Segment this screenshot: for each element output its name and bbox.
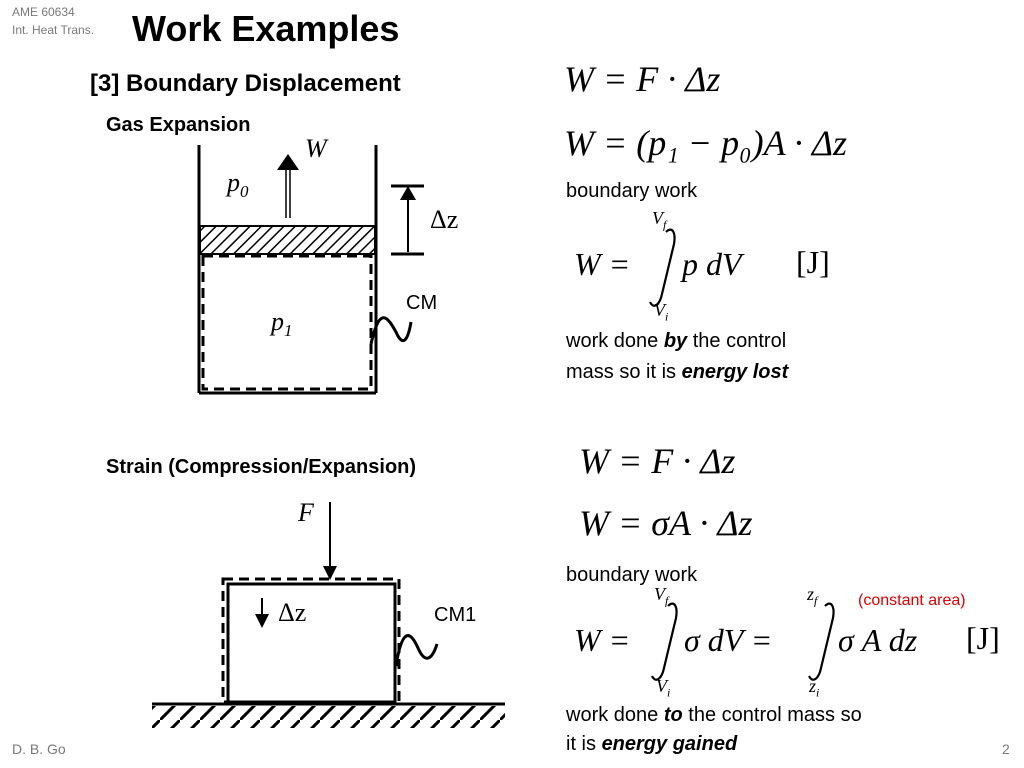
- gas-eq2: W = (p₁ − p₀)A · Δz: [564, 123, 848, 163]
- gas-eq3-integrand: p dV: [682, 246, 742, 282]
- strain-int1-lower: Vi: [656, 676, 671, 700]
- integral-sign-3: [808, 602, 835, 681]
- force-arrow: [323, 566, 337, 580]
- strain-eq3-lhs: W =: [574, 622, 631, 658]
- dz-arrow: [400, 186, 416, 200]
- gas-note-line1: work done by the control: [566, 330, 787, 352]
- gas-int-lower: Vi: [654, 300, 669, 324]
- strain-dz-arrow: [255, 614, 269, 628]
- strain-eq1: W = F · Δz: [579, 441, 736, 481]
- cm-squiggle: [369, 316, 413, 345]
- page-title: Work Examples: [132, 8, 400, 49]
- label-dz: Δz: [430, 205, 459, 234]
- label-f: F: [298, 498, 314, 527]
- gas-expansion-heading: Gas Expansion: [106, 114, 251, 136]
- gas-int-upper: Vf: [652, 208, 667, 232]
- constant-area-note: (constant area): [858, 592, 966, 609]
- strain-eq2: W = σA · Δz: [579, 503, 753, 543]
- cm1-boundary: [221, 577, 401, 704]
- gas-eq1: W = F · Δz: [564, 59, 721, 99]
- solid-block: [226, 582, 397, 704]
- label-p1: p1: [271, 307, 293, 341]
- strain-note-line2: it is energy gained: [566, 733, 738, 755]
- footer-author: D. B. Go: [12, 741, 66, 757]
- label-cm1: CM1: [434, 604, 477, 626]
- integral-sign-1: [649, 228, 676, 307]
- strain-heading: Strain (Compression/Expansion): [106, 456, 417, 478]
- section-heading: [3] Boundary Displacement: [90, 70, 401, 97]
- strain-note-line1: work done to the control mass so: [566, 704, 862, 726]
- strain-units: [J]: [966, 620, 1000, 656]
- label-p0: p0: [227, 168, 249, 202]
- strain-int1-upper: Vf: [654, 584, 669, 608]
- gas-eq3-lhs: W =: [574, 246, 631, 282]
- cm1-squiggle: [394, 634, 439, 667]
- control-mass-boundary: [201, 254, 373, 391]
- strain-int2-upper: zf: [807, 584, 818, 608]
- label-strain-dz: Δz: [278, 598, 307, 627]
- course-name: Int. Heat Trans.: [12, 23, 95, 37]
- piston: [199, 225, 376, 255]
- work-arrow: [277, 154, 299, 170]
- strain-eq3-end: σ A dz: [838, 622, 918, 658]
- strain-int2-lower: zi: [809, 676, 820, 700]
- gas-note-line2: mass so it is energy lost: [566, 361, 789, 383]
- label-cm: CM: [406, 292, 438, 314]
- gas-units: [J]: [796, 244, 830, 280]
- integral-sign-2: [651, 602, 678, 681]
- course-code: AME 60634: [12, 5, 75, 19]
- label-w: W: [305, 134, 327, 163]
- footer-page-number: 2: [1002, 741, 1010, 757]
- strain-eq3-mid: σ dV =: [684, 622, 773, 658]
- ground-hatch: [152, 706, 505, 728]
- strain-boundary-work: boundary work: [566, 564, 698, 586]
- gas-boundary-work: boundary work: [566, 180, 698, 202]
